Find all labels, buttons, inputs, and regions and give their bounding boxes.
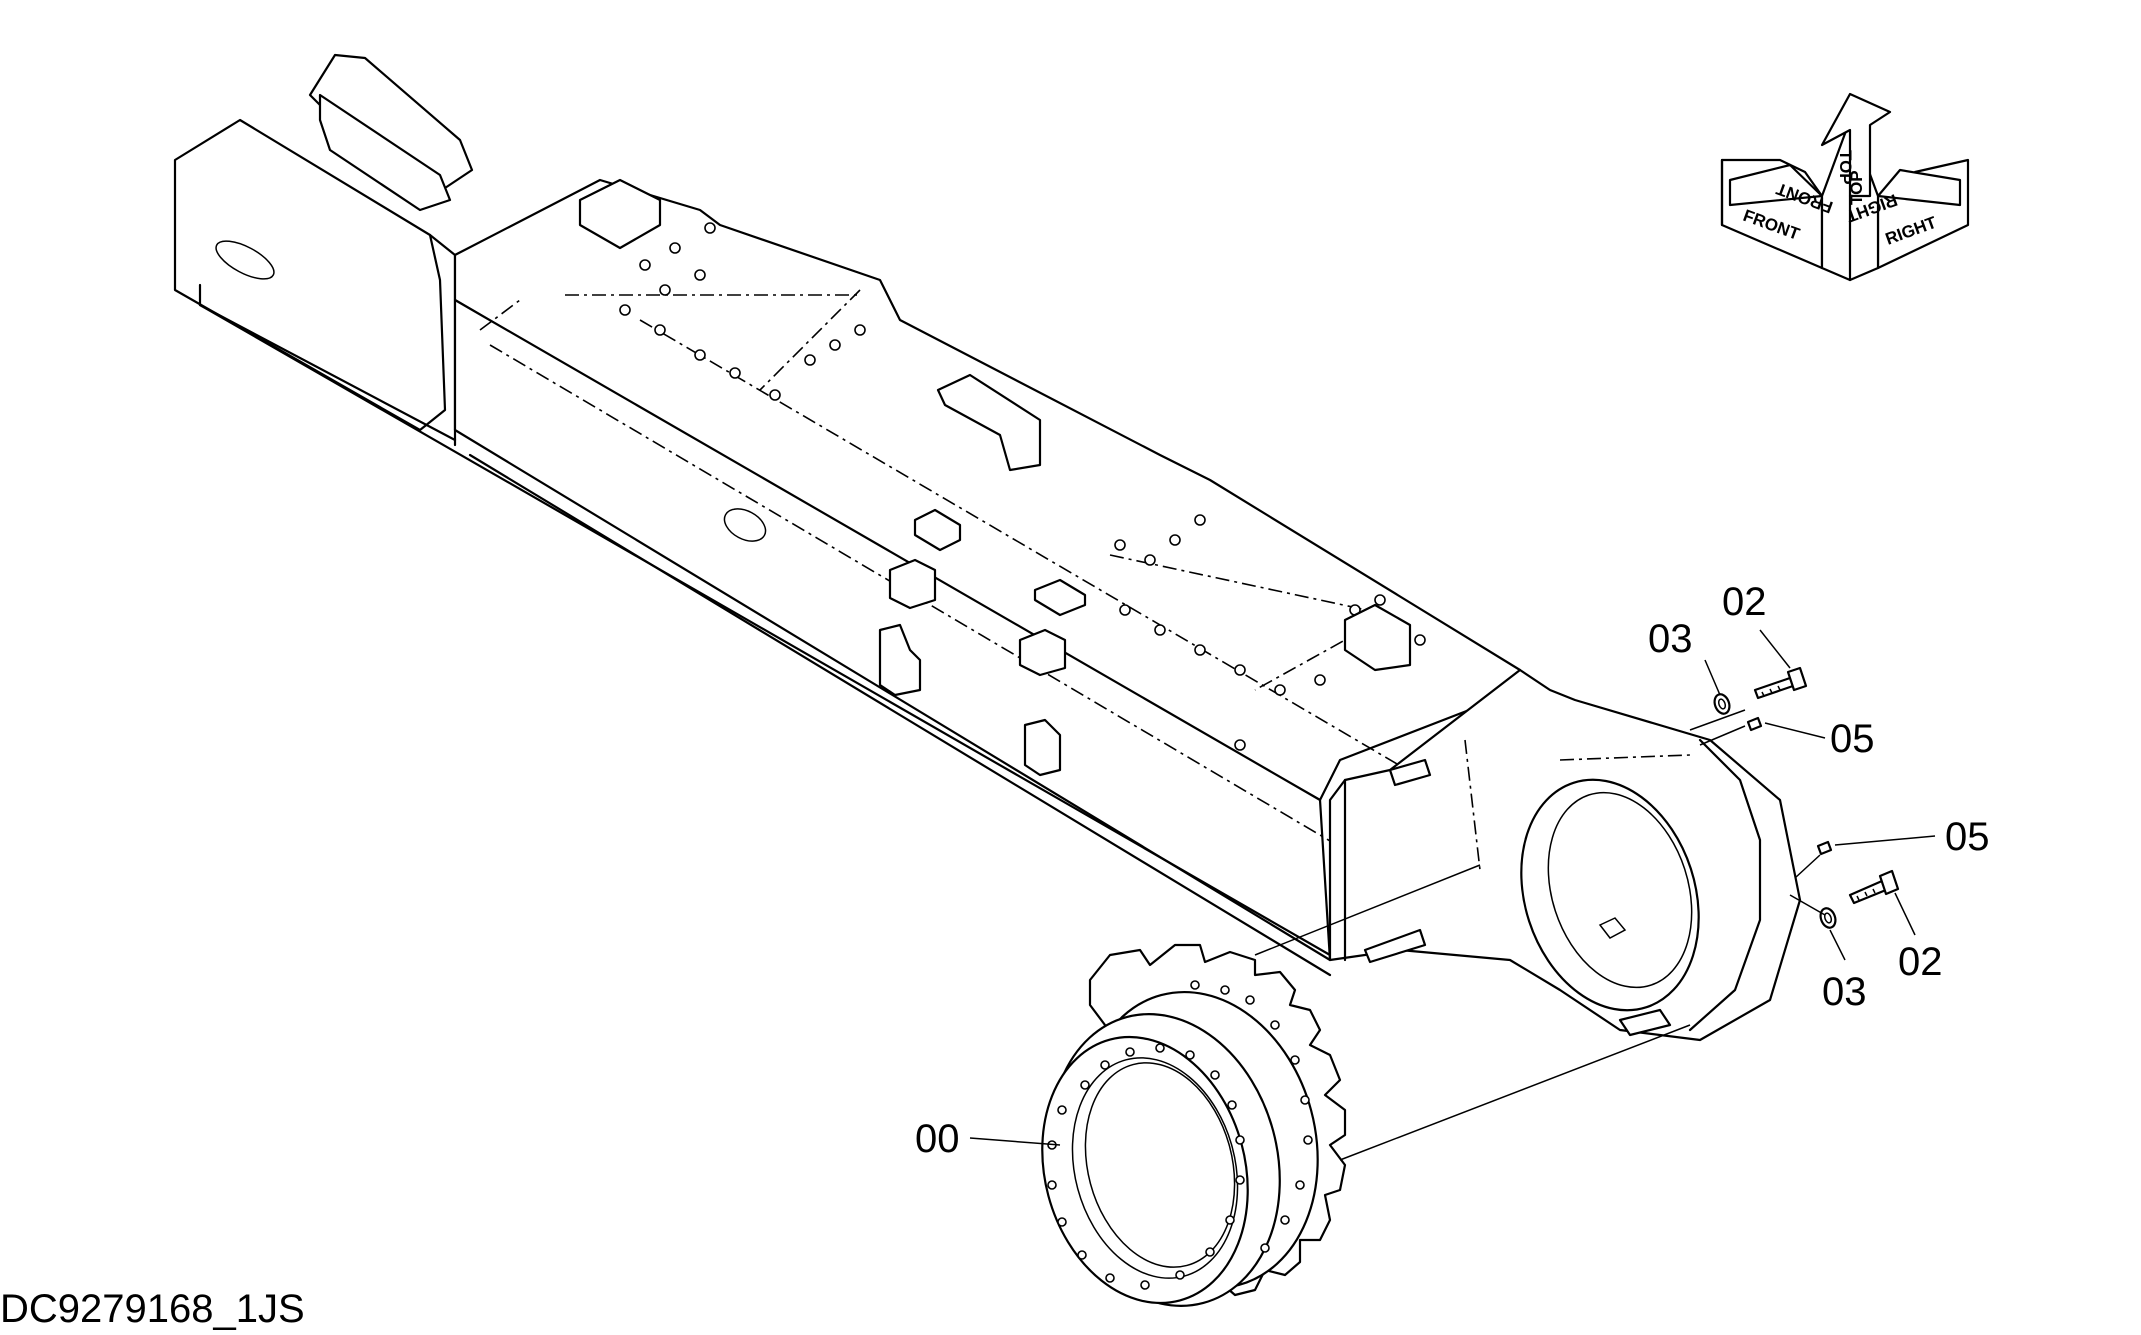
washer-lower	[1819, 907, 1837, 929]
orientation-label-top-mirror: TOP	[1847, 170, 1866, 205]
washer-upper	[1713, 693, 1731, 715]
orientation-indicator: FRONT FRONT TOP TOP RIGHT RIGHT	[1720, 92, 1970, 282]
bolt-lower	[1848, 869, 1900, 905]
orientation-label-top: TOP	[1836, 150, 1855, 185]
sprocket-bolt-ring	[1190, 980, 1313, 1253]
bolt-upper	[1753, 666, 1808, 700]
callout-leaders	[969, 629, 1936, 1146]
callout-02-upper: 02	[1722, 580, 1767, 624]
callout-00: 00	[915, 1117, 960, 1161]
top-plate-holes-rear	[1114, 514, 1426, 751]
callout-05-lower: 05	[1945, 815, 1990, 859]
callout-05-upper: 05	[1830, 717, 1875, 761]
document-id: DC9279168_1JS	[0, 1287, 305, 1331]
pin-upper	[1746, 716, 1763, 732]
pin-lower	[1816, 840, 1833, 856]
callout-02-lower: 02	[1898, 940, 1943, 984]
top-plate-holes-front	[619, 222, 866, 401]
motor-bolt-circle	[1047, 1043, 1245, 1290]
track-frame	[173, 53, 1802, 1042]
callout-03-lower: 03	[1822, 970, 1867, 1014]
travel-motor-sprocket	[1041, 943, 1347, 1307]
callout-03-upper: 03	[1648, 617, 1693, 661]
